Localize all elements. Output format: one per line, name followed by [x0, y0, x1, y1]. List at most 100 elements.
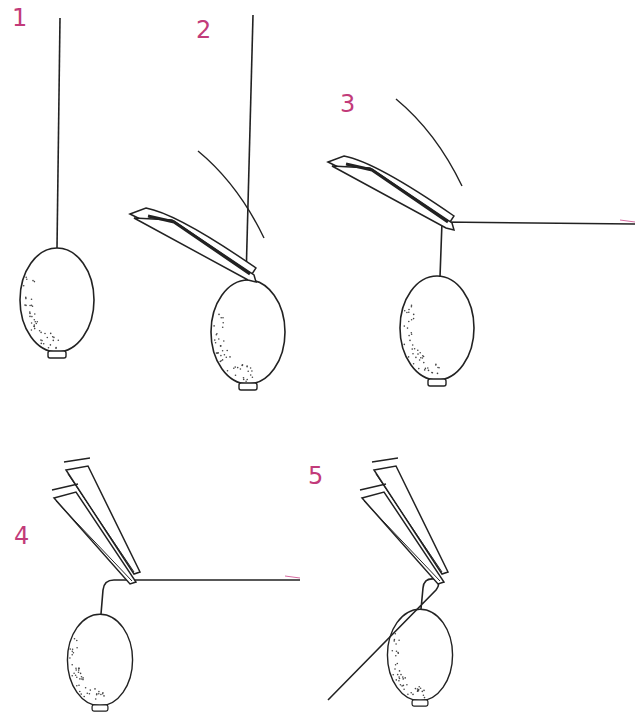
stipple-dot	[80, 673, 82, 675]
stipple-dot	[216, 333, 218, 335]
stipple-dot	[403, 685, 405, 687]
stipple-dot	[423, 362, 425, 364]
callout-number: 3	[340, 92, 355, 116]
stipple-dot	[96, 693, 98, 695]
stipple-dot	[409, 340, 411, 342]
stipple-dot	[402, 678, 404, 680]
stipple-dot	[411, 348, 413, 350]
stipple-dot	[402, 676, 404, 678]
stipple-dot	[422, 355, 424, 357]
stipple-dot	[395, 664, 397, 666]
stipple-dot	[411, 306, 413, 308]
stipple-dot	[415, 688, 417, 690]
stipple-dot	[90, 689, 92, 691]
stipple-dot	[234, 366, 236, 368]
stipple-dot	[252, 376, 254, 378]
stipple-dot	[412, 353, 414, 355]
stipple-dot	[213, 325, 215, 327]
stipple-dot	[81, 676, 83, 678]
stipple-dot	[71, 654, 73, 656]
stipple-dot	[226, 350, 228, 352]
stipple-dot	[220, 360, 222, 362]
callout-number: 4	[14, 524, 29, 548]
stipple-dot	[29, 311, 31, 313]
stipple-dot	[227, 370, 229, 372]
stipple-dot	[34, 281, 36, 283]
stipple-dot	[394, 668, 396, 670]
stipple-dot	[78, 669, 80, 671]
stipple-dot	[417, 350, 419, 352]
stipple-dot	[424, 369, 426, 371]
stipple-dot	[96, 694, 98, 696]
stipple-dot	[71, 675, 73, 677]
stipple-dot	[240, 368, 242, 370]
stipple-dot	[395, 633, 397, 635]
stipple-dot	[432, 372, 434, 374]
stipple-dot	[233, 368, 235, 370]
stipple-dot	[73, 652, 75, 654]
stipple-dot	[398, 653, 400, 655]
stipple-dot	[408, 309, 410, 311]
stipple-dot	[241, 365, 243, 367]
stipple-dot	[80, 693, 82, 695]
stipple-dot	[41, 340, 43, 342]
stipple-dot	[26, 278, 28, 280]
stipple-dot	[428, 370, 430, 372]
stipple-dot	[217, 352, 219, 354]
stipple-dot	[47, 337, 49, 339]
stipple-dot	[246, 366, 248, 368]
stipple-dot	[424, 697, 426, 699]
stipple-dot	[24, 304, 26, 306]
stipple-dot	[417, 689, 419, 691]
stipple-dot	[34, 313, 36, 315]
stipple-dot	[417, 353, 419, 355]
stipple-dot	[431, 372, 433, 374]
stipple-dot	[43, 343, 45, 345]
stipple-dot	[438, 367, 440, 369]
stipple-dot	[404, 344, 406, 346]
stipple-dot	[220, 355, 222, 357]
stipple-dot	[31, 322, 33, 324]
stipple-dot	[250, 367, 252, 369]
stipple-dot	[251, 370, 253, 372]
stipple-dot	[39, 330, 41, 332]
stipple-dot	[25, 305, 27, 307]
stipple-dot	[408, 321, 410, 323]
stipple-dot	[415, 357, 417, 359]
stipple-dot	[229, 356, 231, 358]
stipple-dot	[218, 338, 220, 340]
stipple-dot	[407, 327, 409, 329]
stipple-dot	[404, 310, 406, 312]
stipple-dot	[83, 696, 85, 698]
stipple-dot	[247, 371, 249, 373]
stipple-dot	[102, 693, 104, 695]
stipple-dot	[243, 377, 245, 379]
stipple-dot	[220, 361, 222, 363]
stipple-dot	[400, 674, 402, 676]
stipple-dot	[55, 347, 57, 349]
stipple-dot	[397, 663, 399, 665]
stipple-dot	[413, 314, 415, 316]
stipple-dot	[85, 687, 87, 689]
stipple-dot	[214, 339, 216, 341]
stipple-dot	[25, 298, 27, 300]
stipple-dot	[418, 690, 420, 692]
stipple-dot	[392, 674, 394, 676]
stipple-dot	[222, 350, 224, 352]
stipple-dot	[222, 359, 224, 361]
stipple-dot	[78, 685, 80, 687]
stipple-dot	[53, 340, 55, 342]
stipple-dot	[48, 347, 50, 349]
stipple-dot	[103, 695, 105, 697]
callout-number: 1	[12, 6, 27, 30]
stipple-dot	[23, 285, 25, 287]
stipple-dot	[408, 356, 410, 358]
stipple-dot	[246, 365, 248, 367]
stipple-dot	[411, 319, 413, 321]
stipple-dot	[395, 655, 397, 657]
stipple-dot	[72, 649, 74, 651]
stipple-dot	[58, 339, 60, 341]
stipple-dot	[413, 318, 415, 320]
stipple-dot	[34, 319, 36, 321]
stipple-dot	[100, 694, 102, 696]
